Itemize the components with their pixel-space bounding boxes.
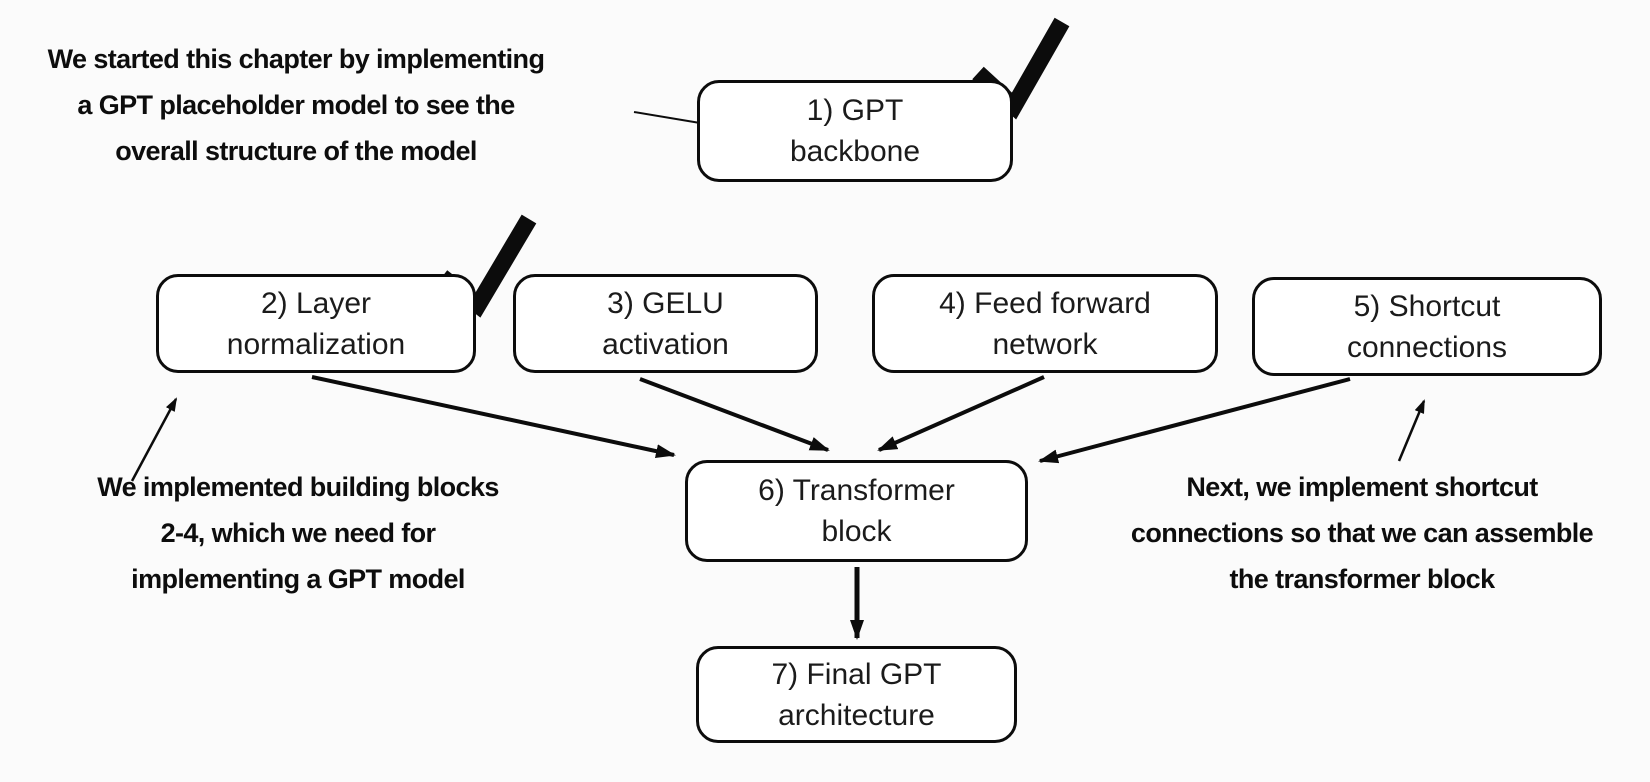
- annotation-line: We started this chapter by implementing: [47, 44, 545, 74]
- node-feed-forward-network: 4) Feed forward network: [872, 274, 1218, 373]
- node-label-line: 2) Layer: [260, 286, 372, 320]
- arrow-shortcut-connections-to-transformer-block: [1038, 377, 1351, 464]
- node-gelu-activation: 3) GELU activation: [513, 274, 818, 373]
- node-shortcut-connections: 5) Shortcut connections: [1252, 277, 1602, 376]
- node-label-line: normalization: [226, 327, 406, 361]
- arrow-next-shortcut-note-to-shortcut-connections: [1397, 399, 1426, 462]
- node-label-line: backbone: [789, 135, 921, 168]
- annotation-line: the transformer block: [1229, 564, 1496, 594]
- arrow-gelu-activation-to-transformer-block: [639, 377, 830, 452]
- node-label-line: 7) Final GPT: [771, 657, 942, 691]
- arrow-layer-normalization-to-transformer-block: [311, 375, 676, 459]
- node-label-line: 4) Feed forward: [939, 286, 1151, 320]
- node-label-line: block: [821, 515, 892, 548]
- node-label-line: architecture: [778, 698, 935, 732]
- annotation-line: overall structure of the model: [115, 136, 477, 166]
- node-label-line: 3) GELU: [607, 286, 724, 320]
- node-gpt-backbone: 1) GPT backbone: [697, 80, 1013, 182]
- annotation-line: a GPT placeholder model to see the: [77, 90, 515, 120]
- node-final-gpt-architecture: 7) Final GPT architecture: [696, 646, 1017, 743]
- node-layer-normalization: 2) Layer normalization: [156, 274, 476, 373]
- node-label-line: 1) GPT: [806, 94, 904, 127]
- annotation-line: Next, we implement shortcut: [1186, 472, 1538, 502]
- node-label-line: 5) Shortcut: [1353, 289, 1501, 323]
- annotation-intro-note: We started this chapter by implementing …: [36, 36, 556, 174]
- annotation-next-shortcut-note: Next, we implement shortcut connections …: [1112, 464, 1612, 602]
- annotation-line: implementing a GPT model: [131, 564, 465, 594]
- annotation-line: 2-4, which we need for: [160, 518, 436, 548]
- node-label-line: activation: [602, 327, 729, 361]
- annotation-building-blocks-note: We implemented building blocks 2-4, whic…: [58, 464, 538, 602]
- node-label-line: network: [992, 327, 1098, 361]
- annotation-line: We implemented building blocks: [97, 472, 499, 502]
- annotation-line: connections so that we can assemble: [1130, 518, 1594, 548]
- node-transformer-block: 6) Transformer block: [685, 460, 1028, 562]
- arrow-feed-forward-network-to-transformer-block: [877, 375, 1045, 452]
- arrow-building-blocks-note-to-layer-normalization: [130, 397, 178, 482]
- node-label-line: connections: [1346, 330, 1508, 364]
- node-label-line: 6) Transformer: [758, 474, 955, 507]
